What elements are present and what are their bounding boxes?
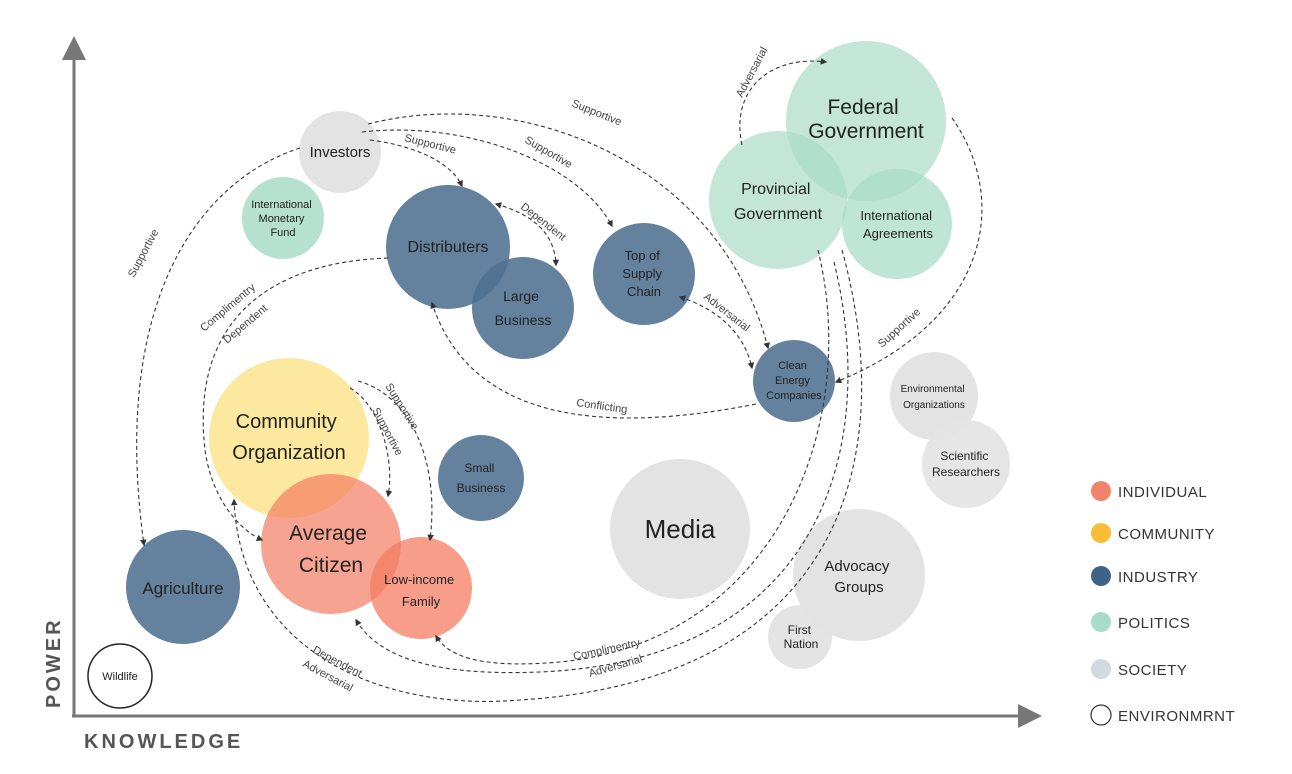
node-imf bbox=[242, 177, 324, 259]
legend-swatch-society bbox=[1091, 659, 1111, 679]
edge-supportive-comm-1 bbox=[349, 387, 393, 498]
label-adversarial-supply-clean: Adversarial bbox=[701, 291, 752, 334]
legend-swatch-community bbox=[1091, 523, 1111, 543]
label-distributers: Distributers bbox=[408, 239, 489, 256]
edge-supportive-to-supply bbox=[361, 129, 613, 228]
node-advocacy-groups bbox=[793, 509, 925, 641]
label-top-of-supply-chain: Top of Supply Chain bbox=[622, 248, 665, 299]
legend: INDIVIDUAL COMMUNITY INDUSTRY POLITICS S… bbox=[1090, 481, 1235, 726]
label-supportive-to-supply: Supportive bbox=[523, 134, 575, 171]
label-low-income-family: Low-income Family bbox=[384, 572, 458, 609]
label-supportive-left: Supportive bbox=[126, 227, 161, 279]
edges bbox=[136, 58, 983, 702]
axes: KNOWLEDGE POWER bbox=[43, 36, 1042, 753]
edge-adversarial-bottom bbox=[355, 261, 849, 674]
legend-swatch-industry bbox=[1091, 566, 1111, 586]
edge-adversarial-supply-clean bbox=[678, 295, 755, 370]
node-provincial-government bbox=[709, 131, 847, 269]
label-federal-government: Federal Government bbox=[808, 96, 924, 143]
node-labels: Federal Government Provincial Government… bbox=[102, 96, 1000, 683]
nodes bbox=[87, 41, 1010, 709]
label-wildlife: Wildlife bbox=[102, 671, 137, 683]
label-small-business: Small Business bbox=[457, 461, 506, 495]
edge-supportive-left bbox=[136, 147, 301, 547]
node-media bbox=[610, 459, 750, 599]
label-provincial-government: Provincial Government bbox=[734, 181, 823, 223]
node-large-business bbox=[472, 257, 574, 359]
node-small-business bbox=[438, 435, 524, 521]
label-scientific-researchers: Scientific Researchers bbox=[932, 449, 1000, 479]
edge-supportive-comm-2 bbox=[357, 380, 434, 542]
label-large-business: Large Business bbox=[495, 288, 552, 328]
label-supportive-fed-clean: Supportive bbox=[876, 306, 923, 350]
label-average-citizen: Average Citizen bbox=[289, 522, 373, 577]
label-advocacy-groups: Advocacy Groups bbox=[824, 558, 893, 596]
legend-label-community: COMMUNITY bbox=[1118, 526, 1215, 543]
label-international-agreements: International Agreements bbox=[860, 208, 935, 241]
label-clean-energy: Clean Energy Companies bbox=[766, 360, 822, 402]
legend-label-society: SOCIETY bbox=[1118, 662, 1187, 679]
label-dependent-large: Dependent bbox=[518, 201, 568, 244]
label-supportive-to-distributers: Supportive bbox=[403, 132, 457, 156]
node-investors bbox=[299, 111, 381, 193]
legend-swatch-politics bbox=[1091, 612, 1111, 632]
node-scientific-researchers bbox=[922, 420, 1010, 508]
legend-label-industry: INDUSTRY bbox=[1118, 569, 1198, 586]
edge-complimentry-bottom bbox=[435, 249, 830, 665]
x-axis-label: KNOWLEDGE bbox=[84, 731, 243, 753]
edge-dependent-large bbox=[494, 202, 560, 267]
legend-swatch-environment bbox=[1090, 704, 1112, 726]
edge-supportive-to-distributers bbox=[369, 139, 463, 188]
node-environmental-orgs bbox=[890, 352, 978, 440]
label-investors: Investors bbox=[310, 144, 371, 161]
node-low-income-family bbox=[370, 537, 472, 639]
legend-label-individual: INDIVIDUAL bbox=[1118, 484, 1207, 501]
y-axis-label: POWER bbox=[43, 617, 65, 708]
edge-supportive-fed-clean bbox=[834, 117, 983, 384]
node-international-agreements bbox=[842, 169, 952, 279]
node-wildlife bbox=[87, 643, 153, 709]
label-conflicting: Conflicting bbox=[576, 397, 629, 416]
label-community-org: Community Organization bbox=[232, 411, 345, 464]
label-environmental-orgs: Environmental Organizations bbox=[901, 384, 968, 411]
legend-label-politics: POLITICS bbox=[1118, 615, 1190, 632]
node-agriculture bbox=[126, 530, 240, 644]
legend-label-environment: ENVIRONMRNT bbox=[1118, 708, 1235, 725]
node-distributers bbox=[386, 185, 510, 309]
node-top-of-supply-chain bbox=[593, 223, 695, 325]
label-agriculture: Agriculture bbox=[142, 579, 223, 598]
node-first-nation bbox=[768, 605, 832, 669]
label-imf: International Monetary Fund bbox=[251, 199, 315, 239]
label-media: Media bbox=[645, 514, 716, 544]
node-average-citizen bbox=[261, 474, 401, 614]
edge-complimentry-left bbox=[202, 257, 389, 541]
label-first-nation: First Nation bbox=[784, 623, 819, 651]
node-clean-energy bbox=[753, 340, 835, 422]
label-supportive-top-arc: Supportive bbox=[570, 98, 623, 129]
edge-supportive-top-arc bbox=[367, 113, 770, 350]
label-adversarial-gov: Adversarial bbox=[734, 45, 770, 99]
legend-swatch-individual bbox=[1091, 481, 1111, 501]
